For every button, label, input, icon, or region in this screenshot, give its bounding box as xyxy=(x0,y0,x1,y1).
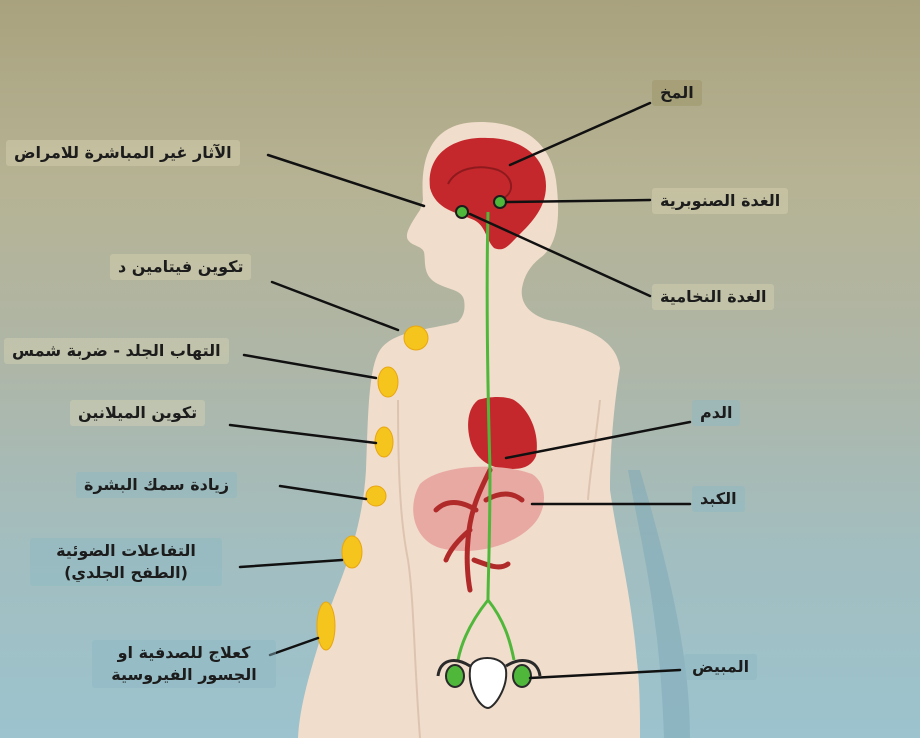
skin-spot-sunburn xyxy=(378,367,398,397)
line-sunburn xyxy=(244,355,376,378)
label-brain: المخ xyxy=(652,80,702,106)
label-pituitary-gland: الغدة النخامية xyxy=(652,284,774,310)
label-epidermis: زيادة سمك البشرة xyxy=(76,472,237,498)
skin-spot-vitamin-d xyxy=(404,326,428,350)
skin-spot-melanin xyxy=(375,427,393,457)
label-pineal-gland: الغدة الصنوبرية xyxy=(652,188,788,214)
label-treatment-line2: الجسور الفيروسية xyxy=(100,664,268,686)
line-vitamin-d xyxy=(272,282,398,330)
skin-spot-treatment xyxy=(317,602,335,650)
label-photo-reactions-line2: (الطفح الجلدي) xyxy=(38,562,214,584)
label-photo-reactions: التفاعلات الضوئية (الطفح الجلدي) xyxy=(30,538,222,586)
label-treatment-line1: كعلاج للصدفية او xyxy=(100,642,268,664)
line-indirect xyxy=(268,155,424,206)
torso-right xyxy=(560,480,640,738)
line-epidermis xyxy=(280,486,366,499)
skin-spot-photo xyxy=(342,536,362,568)
ovary-right xyxy=(513,665,531,687)
ovary-left xyxy=(446,665,464,687)
label-sunburn: التهاب الجلد - ضربة شمس xyxy=(4,338,229,364)
skin-spot-epidermis xyxy=(366,486,386,506)
label-liver: الكبد xyxy=(692,486,745,512)
label-indirect-effects: الآثار غير المباشرة للامراض xyxy=(6,140,240,166)
pituitary-marker xyxy=(456,206,468,218)
line-treatment xyxy=(270,638,318,655)
label-melanin: تكوين الميلانين xyxy=(70,400,205,426)
label-photo-reactions-line1: التفاعلات الضوئية xyxy=(38,540,214,562)
line-photo xyxy=(240,560,342,567)
label-vitamin-d: تكوين فيتامين د xyxy=(110,254,251,280)
line-melanin xyxy=(230,425,376,443)
label-treatment: كعلاج للصدفية او الجسور الفيروسية xyxy=(92,640,276,688)
line-brain xyxy=(510,103,650,165)
label-ovary: المبيض xyxy=(684,654,757,680)
label-blood: الدم xyxy=(692,400,740,426)
pineal-marker xyxy=(494,196,506,208)
